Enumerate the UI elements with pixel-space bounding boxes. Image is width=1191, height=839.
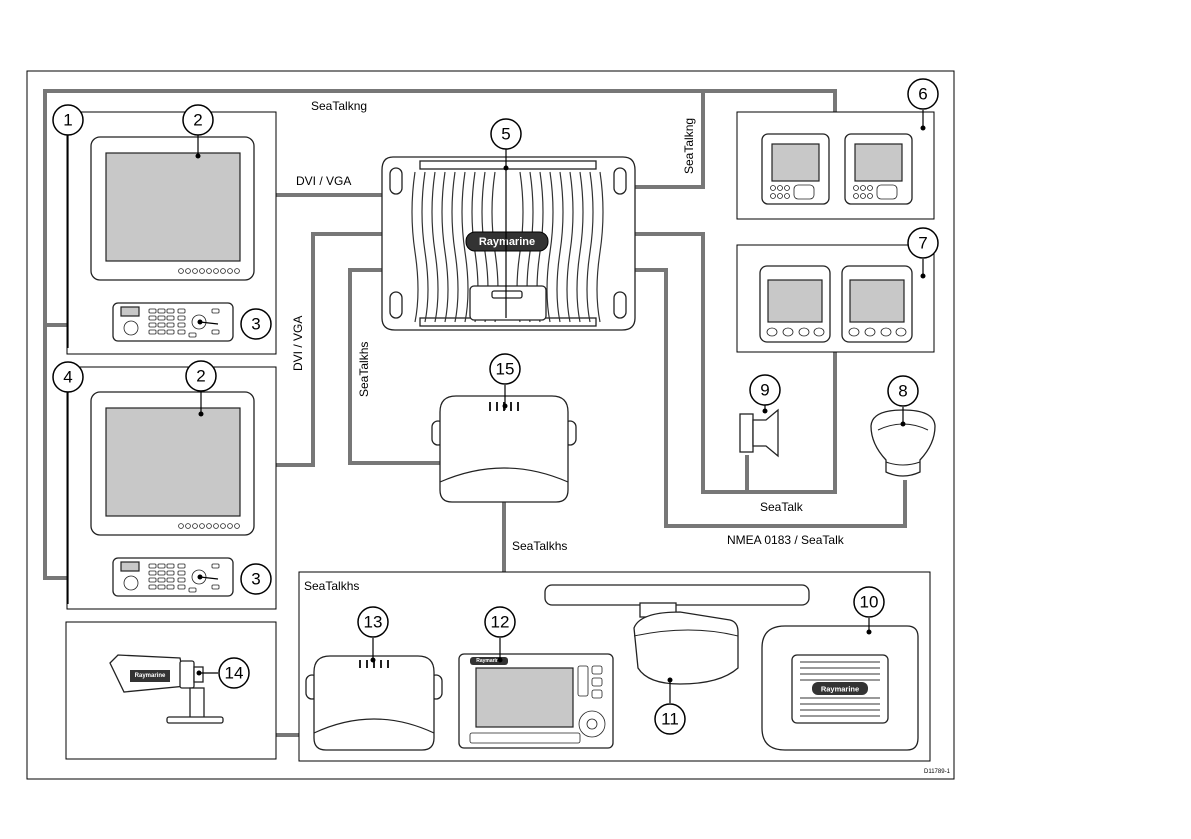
instrument-display-6a: [762, 134, 829, 204]
callout-2a-label: 2: [193, 111, 202, 130]
seatalk-hs-label-box: SeaTalkhs: [304, 579, 359, 593]
sonar-brand: Raymarine: [821, 685, 859, 694]
callout-5: 5: [491, 119, 521, 149]
monitor-1-buttons: [179, 269, 240, 274]
display-monitor-1: [91, 137, 254, 280]
callout-13: 13: [358, 607, 388, 637]
multifunction-display: Raymarine: [459, 654, 613, 748]
callout-9-label: 9: [760, 381, 769, 400]
camera-box: [66, 622, 276, 759]
callout-6-label: 6: [918, 85, 927, 104]
figure-code: D11789-1: [924, 769, 951, 775]
callout-15: 15: [490, 354, 520, 384]
callout-4-label: 4: [63, 368, 72, 387]
callout-3b-label: 3: [251, 570, 260, 589]
camera-brand: Raymarine: [135, 673, 166, 679]
callout-12-label: 12: [491, 613, 510, 632]
callout-15-label: 15: [496, 360, 515, 379]
sonar-module: Raymarine: [762, 626, 918, 750]
callout-2b-label: 2: [196, 367, 205, 386]
callout-7-label: 7: [918, 234, 927, 253]
instrument-display-6b: [845, 134, 912, 204]
instrument-display-7a: [760, 266, 830, 342]
callout-11: 11: [655, 704, 685, 734]
keypad-2: [113, 558, 233, 596]
callout-8-label: 8: [898, 382, 907, 401]
callout-4: 4: [53, 362, 83, 392]
callout-3a-label: 3: [251, 315, 260, 334]
processor-brand: Raymarine: [479, 236, 535, 248]
callout-11-label: 11: [661, 710, 679, 729]
seatalk-hs-label-link: SeaTalkhs: [512, 539, 567, 553]
callout-13-label: 13: [364, 613, 383, 632]
callout-14-label: 14: [225, 664, 244, 683]
callout-10-label: 10: [860, 593, 879, 612]
seatalk-hs-label-vertical: SeaTalkhs: [357, 342, 371, 397]
callout-12: 12: [485, 607, 515, 637]
callout-2b: 2: [186, 361, 216, 391]
dvi-vga-label-vertical: DVI / VGA: [291, 316, 305, 371]
processor-unit: Raymarine: [382, 157, 635, 330]
instrument-group-7: [760, 266, 926, 342]
callout-10: 10: [854, 587, 884, 617]
seatalk-label: SeaTalk: [760, 500, 804, 514]
callout-3a: 3: [241, 309, 271, 339]
monitor-2-buttons: [179, 524, 240, 529]
callout-5-label: 5: [501, 125, 510, 144]
alarm-buzzer: [740, 409, 778, 457]
callout-6: 6: [908, 79, 938, 109]
display-monitor-2: [91, 392, 254, 535]
callout-1: 1: [53, 105, 83, 135]
callout-9: 9: [750, 375, 780, 405]
keypad-1: [113, 303, 233, 341]
callout-8: 8: [888, 376, 918, 406]
dvi-vga-label-top: DVI / VGA: [296, 174, 351, 188]
seatalk-hs-switch-15: [432, 396, 576, 502]
seatalk-ng-label-top: SeaTalkng: [311, 99, 367, 113]
instrument-display-7b: [842, 266, 912, 342]
callout-7: 7: [908, 228, 938, 258]
callout-1-label: 1: [63, 111, 72, 130]
seatalk-hs-switch-13: [306, 656, 442, 750]
callout-3b: 3: [241, 564, 271, 594]
seatalk-ng-label-vertical: SeaTalkng: [682, 118, 696, 174]
callout-14: 14: [219, 658, 249, 688]
nmea-seatalk-label: NMEA 0183 / SeaTalk: [727, 533, 845, 547]
callout-2a: 2: [183, 105, 213, 135]
